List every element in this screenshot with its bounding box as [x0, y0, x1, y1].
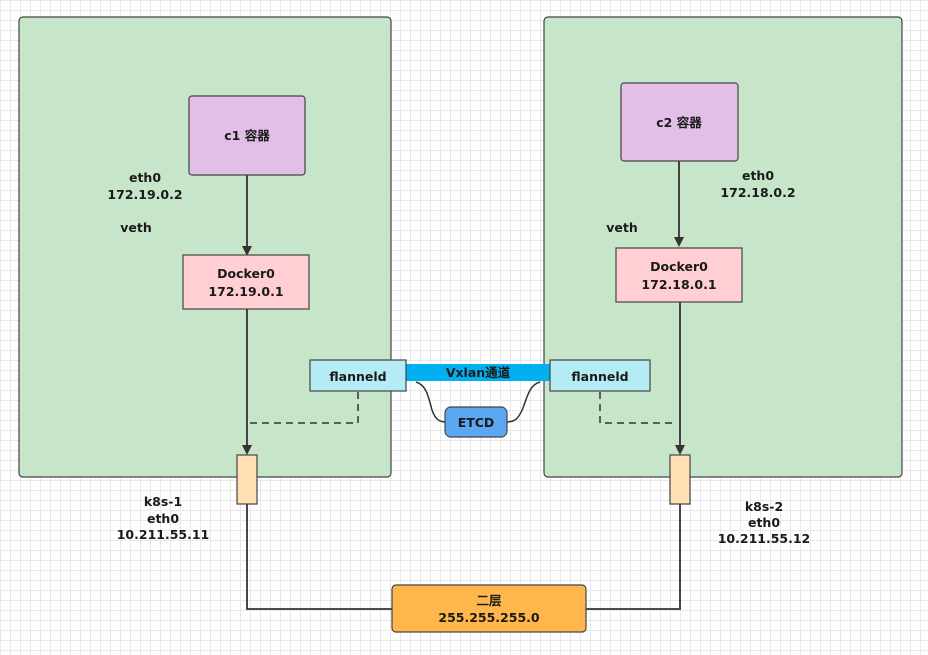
veth-left-label: veth [120, 220, 152, 235]
container-c1-box [188, 95, 306, 176]
host-nic-left [236, 454, 258, 505]
flanneld-right-box [549, 359, 651, 392]
layer2-label: 二层 [476, 593, 502, 608]
etcd-link-right [505, 381, 541, 423]
host-right-ip: 10.211.55.12 [718, 531, 811, 546]
host-left-name: k8s-1 [144, 494, 182, 509]
host-right-name: k8s-2 [745, 499, 783, 514]
etcd-label: ETCD [458, 415, 495, 430]
host-right-eth: eth0 [748, 515, 780, 530]
container-c2-box [620, 82, 739, 162]
container-eth-right-ip: 172.18.0.2 [720, 185, 795, 200]
vxlan-tunnel-label: Vxlan通道 [446, 365, 511, 380]
flannel-dashed-link-left [250, 392, 359, 424]
container-eth-left-ip: 172.19.0.2 [107, 187, 182, 202]
container-eth-right-label: eth0 [742, 168, 774, 183]
bridge-right-ip: 172.18.0.1 [641, 277, 716, 292]
flannel-dashed-link-right [599, 392, 677, 424]
etcd-box [444, 406, 508, 438]
container-c2-label: c2 容器 [656, 115, 702, 130]
bridge-docker0-right-box [615, 247, 743, 303]
vxlan-tunnel-bar [403, 364, 553, 381]
flanneld-left-label: flanneld [329, 369, 386, 384]
bridge-docker0-left-box [182, 254, 310, 310]
flanneld-right-label: flanneld [571, 369, 628, 384]
bridge-left-label: Docker0 [217, 266, 275, 281]
container-c1-label: c1 容器 [224, 128, 270, 143]
layer2-mask: 255.255.255.0 [438, 610, 540, 625]
bridge-right-label: Docker0 [650, 259, 708, 274]
host-nic-right [669, 454, 691, 505]
host-left-eth: eth0 [147, 511, 179, 526]
flanneld-left-box [309, 359, 407, 392]
container-eth-left-label: eth0 [129, 170, 161, 185]
layer2-network-box [391, 584, 587, 633]
bridge-left-ip: 172.19.0.1 [208, 284, 283, 299]
host-left-ip: 10.211.55.11 [117, 527, 210, 542]
etcd-link-left [415, 381, 448, 423]
host-left-panel [18, 16, 392, 478]
veth-right-label: veth [606, 220, 638, 235]
